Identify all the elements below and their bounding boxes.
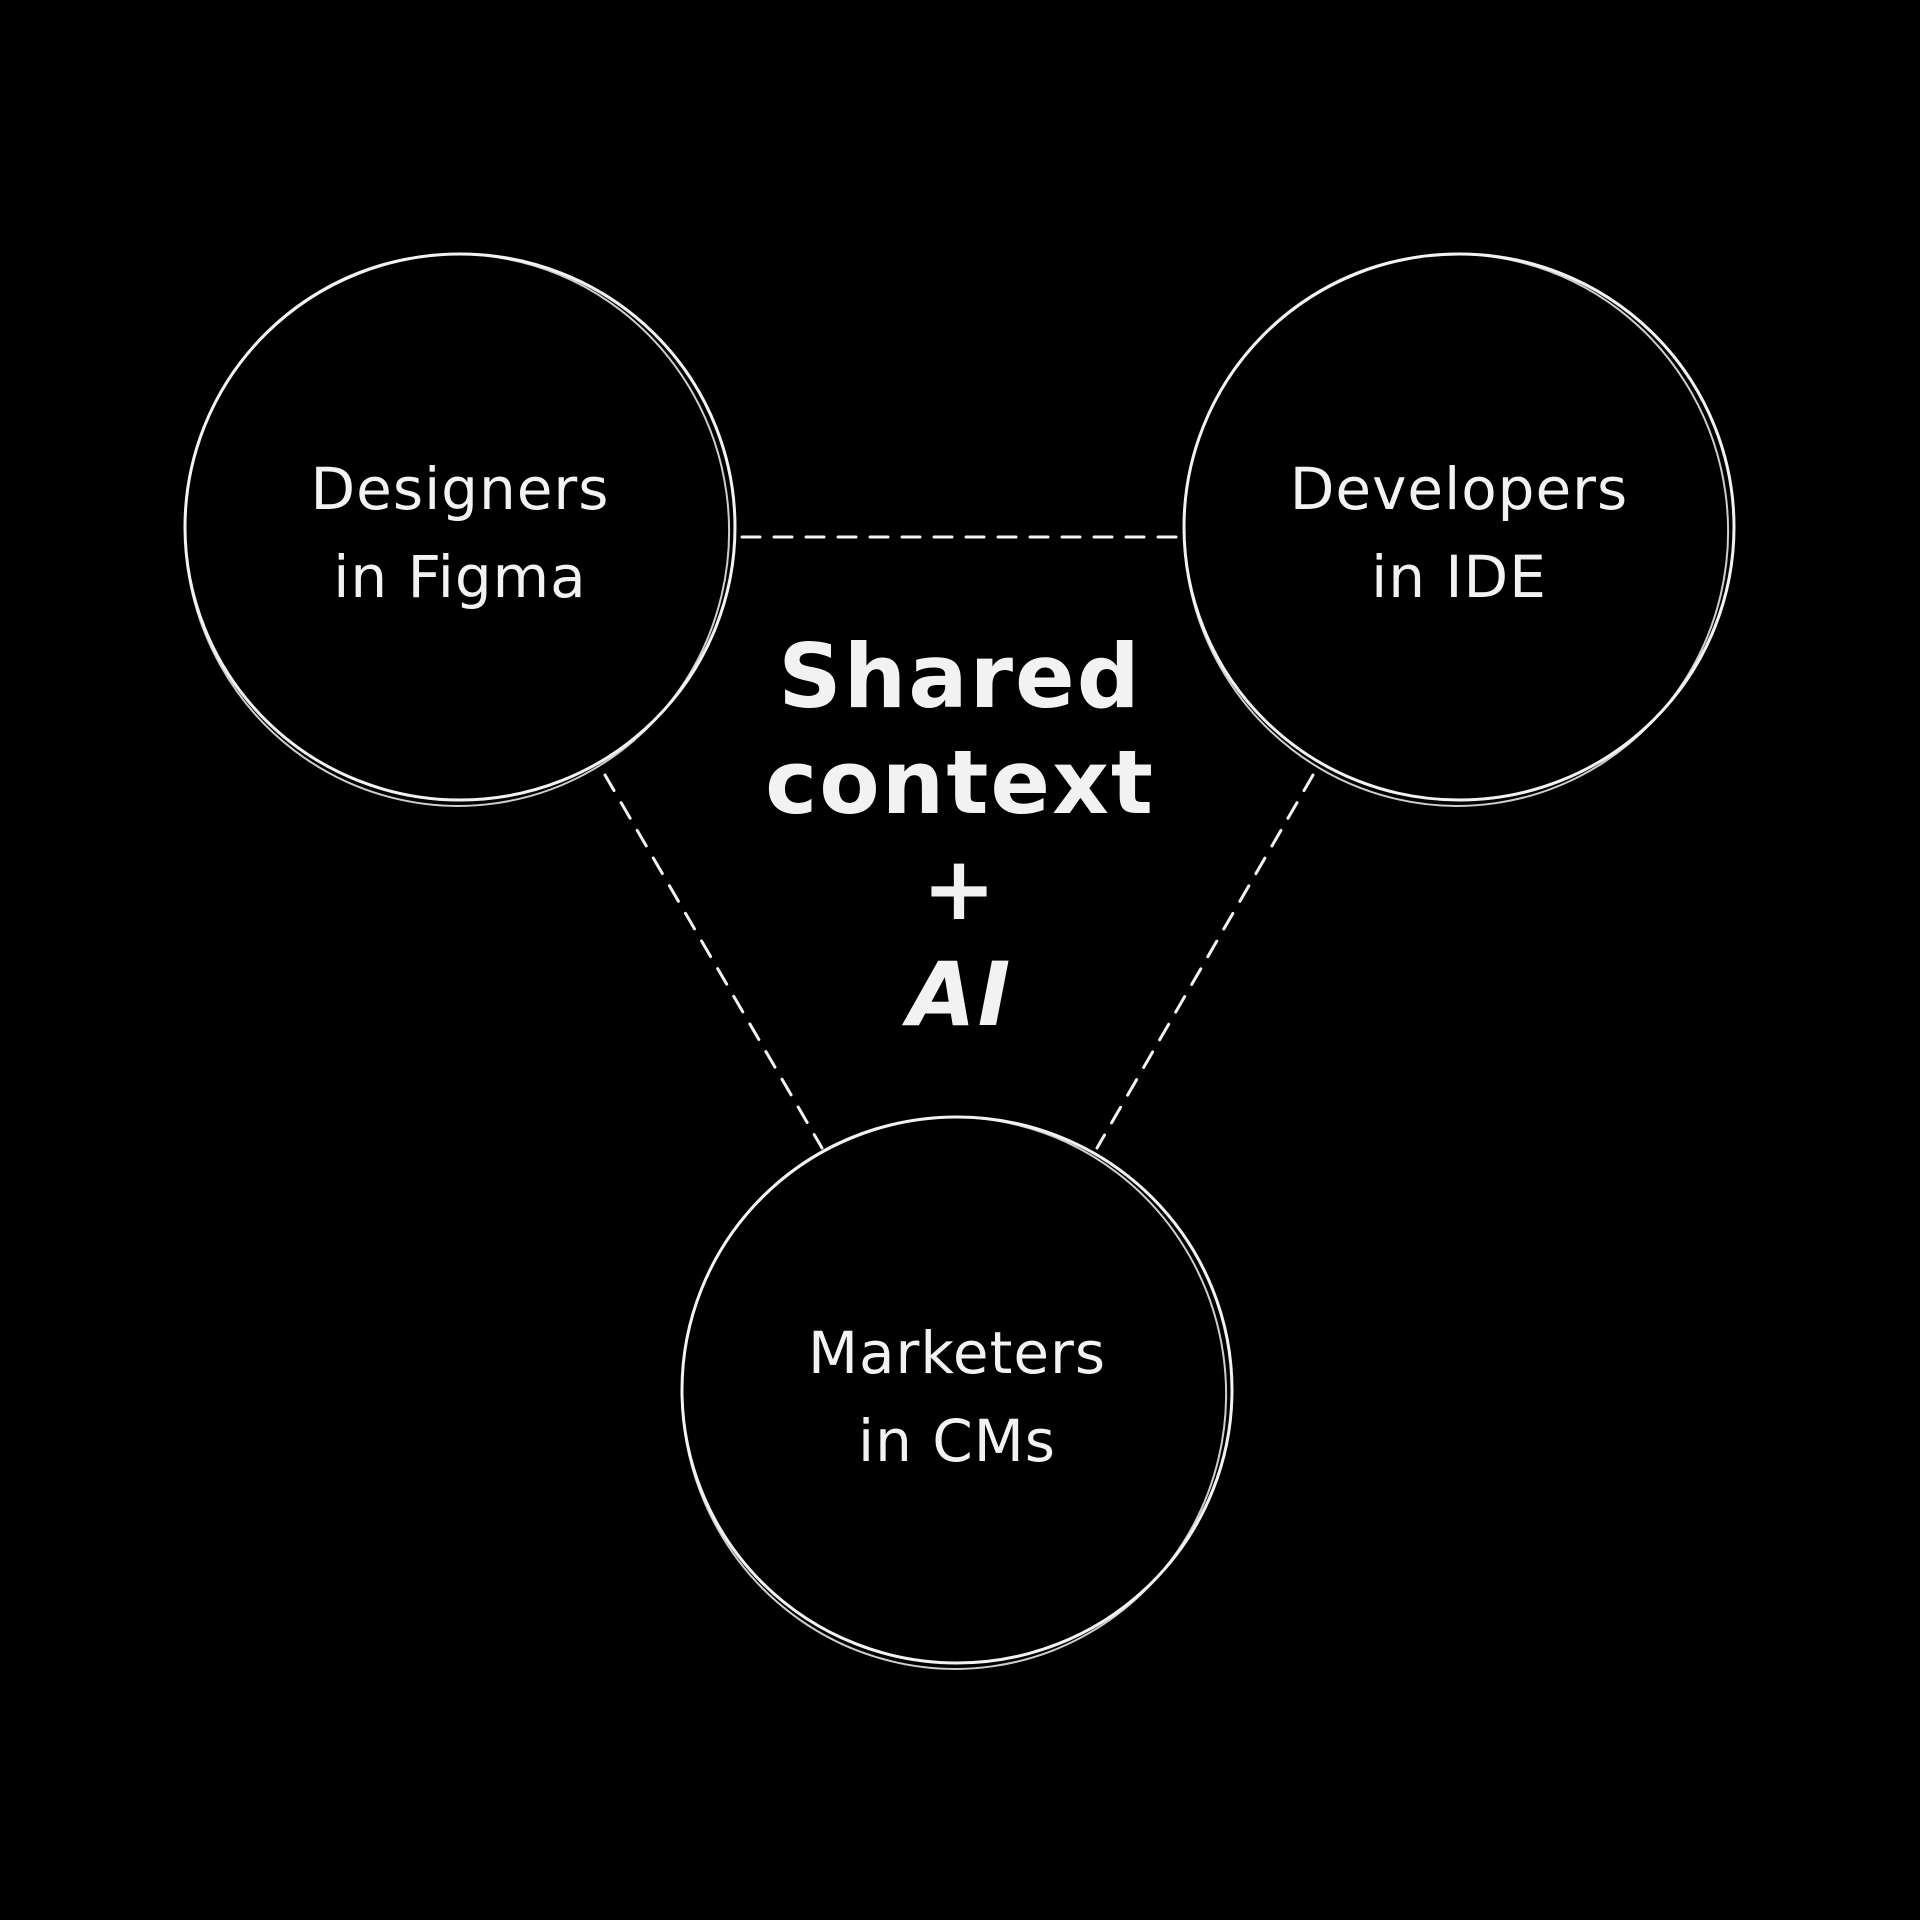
node-label-designers: Designers in Figma <box>200 445 720 621</box>
node-circle-developers <box>1182 252 1736 807</box>
designers-line1: Designers <box>310 455 610 523</box>
edge-designers-marketers <box>603 773 824 1150</box>
center-line-plus: + <box>922 837 998 940</box>
designers-line2: in Figma <box>333 543 587 611</box>
center-line-ai: AI <box>907 943 1013 1046</box>
center-label: Shared context + AI <box>660 624 1260 1048</box>
center-line-shared: Shared <box>778 625 1142 728</box>
node-circle-marketers <box>680 1115 1234 1670</box>
developers-line2: in IDE <box>1371 543 1547 611</box>
marketers-line1: Marketers <box>807 1319 1107 1387</box>
edge-developers-marketers <box>1095 773 1315 1150</box>
marketers-line2: in CMs <box>857 1407 1057 1475</box>
node-circle-designers <box>183 252 737 807</box>
developers-line1: Developers <box>1289 455 1629 523</box>
center-line-context: context <box>765 731 1155 834</box>
node-label-marketers: Marketers in CMs <box>697 1309 1217 1485</box>
node-label-developers: Developers in IDE <box>1199 445 1719 621</box>
